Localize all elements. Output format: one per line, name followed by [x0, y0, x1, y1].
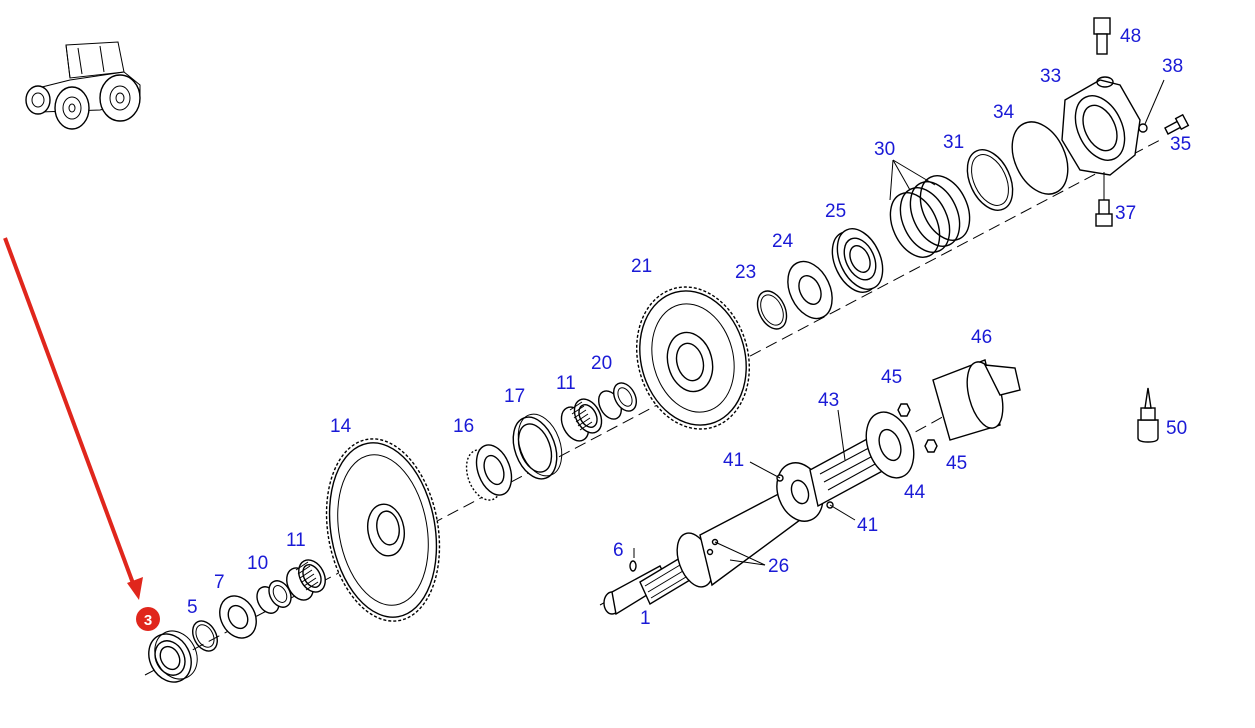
part-46-coupling[interactable] — [932, 358, 1021, 441]
part-25-bearing[interactable] — [823, 222, 891, 300]
callout-34[interactable]: 34 — [993, 102, 1015, 123]
part-11-needle-bearing-lower[interactable] — [281, 555, 330, 604]
part-5-snap-ring[interactable] — [188, 617, 222, 656]
part-3-bearing[interactable] — [141, 624, 206, 690]
callout-10[interactable]: 10 — [247, 553, 268, 574]
callout-50[interactable]: 50 — [1166, 418, 1187, 439]
callout-16[interactable]: 16 — [453, 416, 474, 437]
part-20-bushing[interactable] — [594, 379, 641, 423]
highlight-arrow — [3, 237, 143, 600]
part-38-plug[interactable] — [1138, 123, 1148, 133]
part-48-sensor[interactable] — [1093, 17, 1111, 55]
part-10-bushing[interactable] — [253, 577, 296, 617]
callout-44[interactable]: 44 — [904, 482, 926, 503]
callout-46[interactable]: 46 — [971, 327, 992, 348]
part-37-bolt[interactable] — [1095, 199, 1113, 227]
callout-24[interactable]: 24 — [772, 231, 794, 252]
leader-lines — [633, 79, 1165, 566]
callout-37[interactable]: 37 — [1115, 203, 1136, 224]
callout-41-upper[interactable]: 41 — [723, 450, 744, 471]
callout-48[interactable]: 48 — [1120, 26, 1141, 47]
part-11-needle-bearing-upper[interactable] — [556, 394, 607, 445]
part-44-flange[interactable] — [858, 406, 923, 485]
part-31-seal[interactable] — [958, 143, 1021, 218]
part-16-small-gear[interactable] — [460, 440, 518, 505]
highlight-badge[interactable]: 3 — [136, 607, 160, 631]
callout-45-upper[interactable]: 45 — [881, 367, 902, 388]
callout-6[interactable]: 6 — [613, 540, 624, 561]
part-45-nut-lower[interactable] — [924, 439, 938, 453]
part-50-sealant-bottle[interactable] — [1137, 387, 1159, 443]
part-23-circlip[interactable] — [752, 286, 792, 333]
callout-33[interactable]: 33 — [1040, 66, 1061, 87]
callout-25[interactable]: 25 — [825, 201, 846, 222]
callout-labels: 48 33 38 34 35 30 31 37 25 24 21 23 46 4… — [187, 26, 1191, 629]
part-35-bolt[interactable] — [1164, 113, 1190, 135]
part-7-washer[interactable] — [213, 590, 264, 645]
callout-1[interactable]: 1 — [640, 608, 651, 629]
callout-7[interactable]: 7 — [214, 572, 225, 593]
callout-14[interactable]: 14 — [330, 416, 352, 437]
tractor-icon — [25, 41, 141, 130]
callout-45-lower[interactable]: 45 — [946, 453, 967, 474]
callout-23[interactable]: 23 — [735, 262, 756, 283]
part-6-pin[interactable] — [629, 560, 637, 572]
callout-11-upper[interactable]: 11 — [556, 373, 576, 394]
callout-31[interactable]: 31 — [943, 132, 964, 153]
part-45-nut-upper[interactable] — [897, 403, 911, 417]
part-1-shaft[interactable] — [603, 486, 801, 616]
callout-38[interactable]: 38 — [1162, 56, 1183, 77]
callout-35[interactable]: 35 — [1170, 134, 1191, 155]
part-34-o-ring[interactable] — [1001, 113, 1078, 203]
callout-41-lower[interactable]: 41 — [857, 515, 878, 536]
callout-43[interactable]: 43 — [818, 390, 839, 411]
part-24-shim[interactable] — [779, 254, 841, 325]
part-30-springs[interactable] — [881, 168, 980, 265]
callout-17[interactable]: 17 — [504, 386, 525, 407]
callout-21[interactable]: 21 — [631, 256, 652, 277]
part-14-large-gear[interactable] — [313, 430, 453, 630]
callout-11-lower[interactable]: 11 — [286, 530, 306, 551]
part-17-synchro-ring[interactable] — [505, 408, 569, 485]
callout-26[interactable]: 26 — [768, 556, 789, 577]
callout-30[interactable]: 30 — [874, 139, 895, 160]
callout-20[interactable]: 20 — [591, 353, 612, 374]
part-33-housing[interactable] — [1061, 76, 1141, 176]
highlight-badge-label: 3 — [144, 612, 152, 629]
part-21-gear[interactable] — [621, 274, 765, 442]
callout-5[interactable]: 5 — [187, 597, 198, 618]
